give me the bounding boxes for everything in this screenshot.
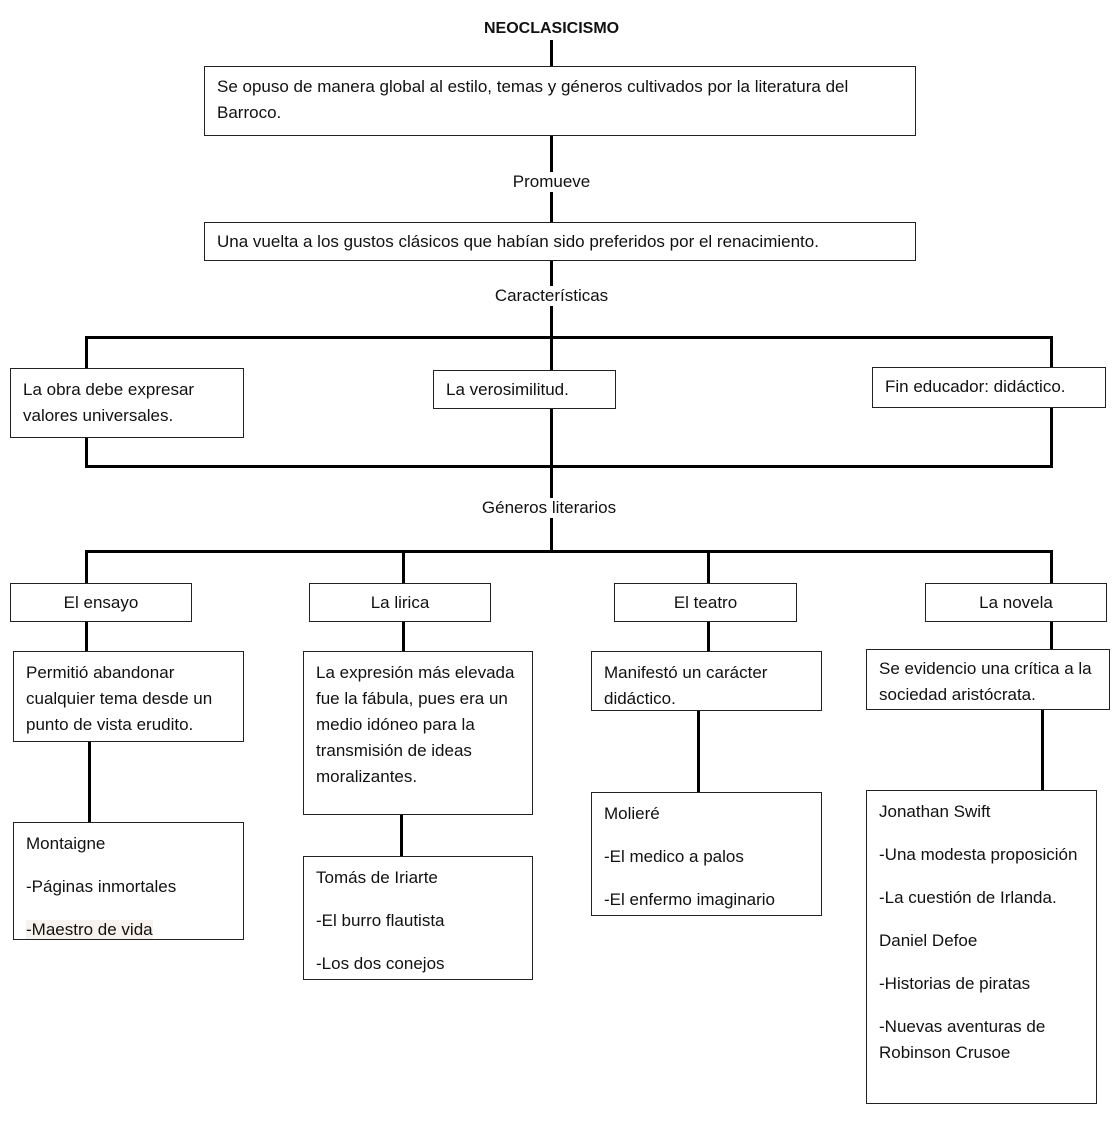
genre-desc-ensayo: Permitió abandonar cualquier tema desde … xyxy=(13,651,244,742)
works-title: -Historias de piratas xyxy=(879,974,1031,993)
link-teatro-desc xyxy=(707,620,710,652)
works-author: Montaigne xyxy=(26,834,106,853)
link-novela-works xyxy=(1041,709,1044,793)
link-ensayo-works xyxy=(88,740,91,824)
works-box-teatro: Molieré -El medico a palos -El enfermo i… xyxy=(591,792,822,916)
works-author: Jonathan Swift xyxy=(879,802,991,821)
genre-header-novela: La novela xyxy=(925,583,1107,622)
caracteristica-box-2: La verosimilitud. xyxy=(433,370,616,409)
caracteristicas-label: Características xyxy=(475,286,628,306)
drop-teatro xyxy=(707,550,710,585)
link-lirica-desc xyxy=(402,620,405,652)
promueve-label: Promueve xyxy=(490,172,613,192)
intro-box: Se opuso de manera global al estilo, tem… xyxy=(204,66,916,136)
works-author: Tomás de Iriarte xyxy=(316,868,438,887)
genre-header-lirica: La lirica xyxy=(309,583,491,622)
genre-desc-novela: Se evidencio una crítica a la sociedad a… xyxy=(866,649,1110,710)
genre-header-ensayo: El ensayo xyxy=(10,583,192,622)
connector-title-intro xyxy=(550,40,553,68)
link-lirica-works xyxy=(400,814,403,858)
works-title: -Los dos conejos xyxy=(316,954,445,973)
works-author: Daniel Defoe xyxy=(879,931,978,950)
works-box-ensayo: Montaigne -Páginas inmortales -Maestro d… xyxy=(13,822,244,940)
works-box-lirica: Tomás de Iriarte -El burro flautista -Lo… xyxy=(303,856,533,980)
drop-ensayo xyxy=(85,550,88,585)
diagram-title: NEOCLASICISMO xyxy=(484,20,620,37)
works-box-novela: Jonathan Swift -Una modesta proposición … xyxy=(866,790,1097,1104)
genre-header-teatro: El teatro xyxy=(614,583,797,622)
works-author: Molieré xyxy=(604,804,660,823)
genre-desc-teatro: Manifestó un carácter didáctico. xyxy=(591,651,822,711)
works-title: -El burro flautista xyxy=(316,911,445,930)
works-title: -Nuevas aventuras de Robinson Crusoe xyxy=(879,1017,1046,1062)
caracteristica-box-3: Fin educador: didáctico. xyxy=(872,367,1106,408)
works-title: -El medico a palos xyxy=(604,847,744,866)
bracket-top-horizontal xyxy=(85,336,1053,339)
promueve-box: Una vuelta a los gustos clásicos que hab… xyxy=(204,222,916,261)
generos-label: Géneros literarios xyxy=(460,498,638,518)
genre-desc-lirica: La expresión más elevada fue la fábula, … xyxy=(303,651,533,815)
link-ensayo-desc xyxy=(85,620,88,652)
generos-horizontal xyxy=(85,550,1053,553)
works-title: -Maestro de vida xyxy=(26,920,153,939)
works-title: -El enfermo imaginario xyxy=(604,890,776,909)
works-title: -La cuestión de Irlanda. xyxy=(879,888,1057,907)
caracteristica-box-1: La obra debe expresar valores universale… xyxy=(10,368,244,438)
works-title: -Una modesta proposición xyxy=(879,845,1078,864)
drop-lirica xyxy=(402,550,405,585)
works-title: -Páginas inmortales xyxy=(26,877,177,896)
link-novela-desc xyxy=(1050,620,1053,652)
bracket-bottom-horizontal xyxy=(85,465,1053,468)
drop-novela xyxy=(1050,550,1053,585)
link-teatro-works xyxy=(697,709,700,794)
